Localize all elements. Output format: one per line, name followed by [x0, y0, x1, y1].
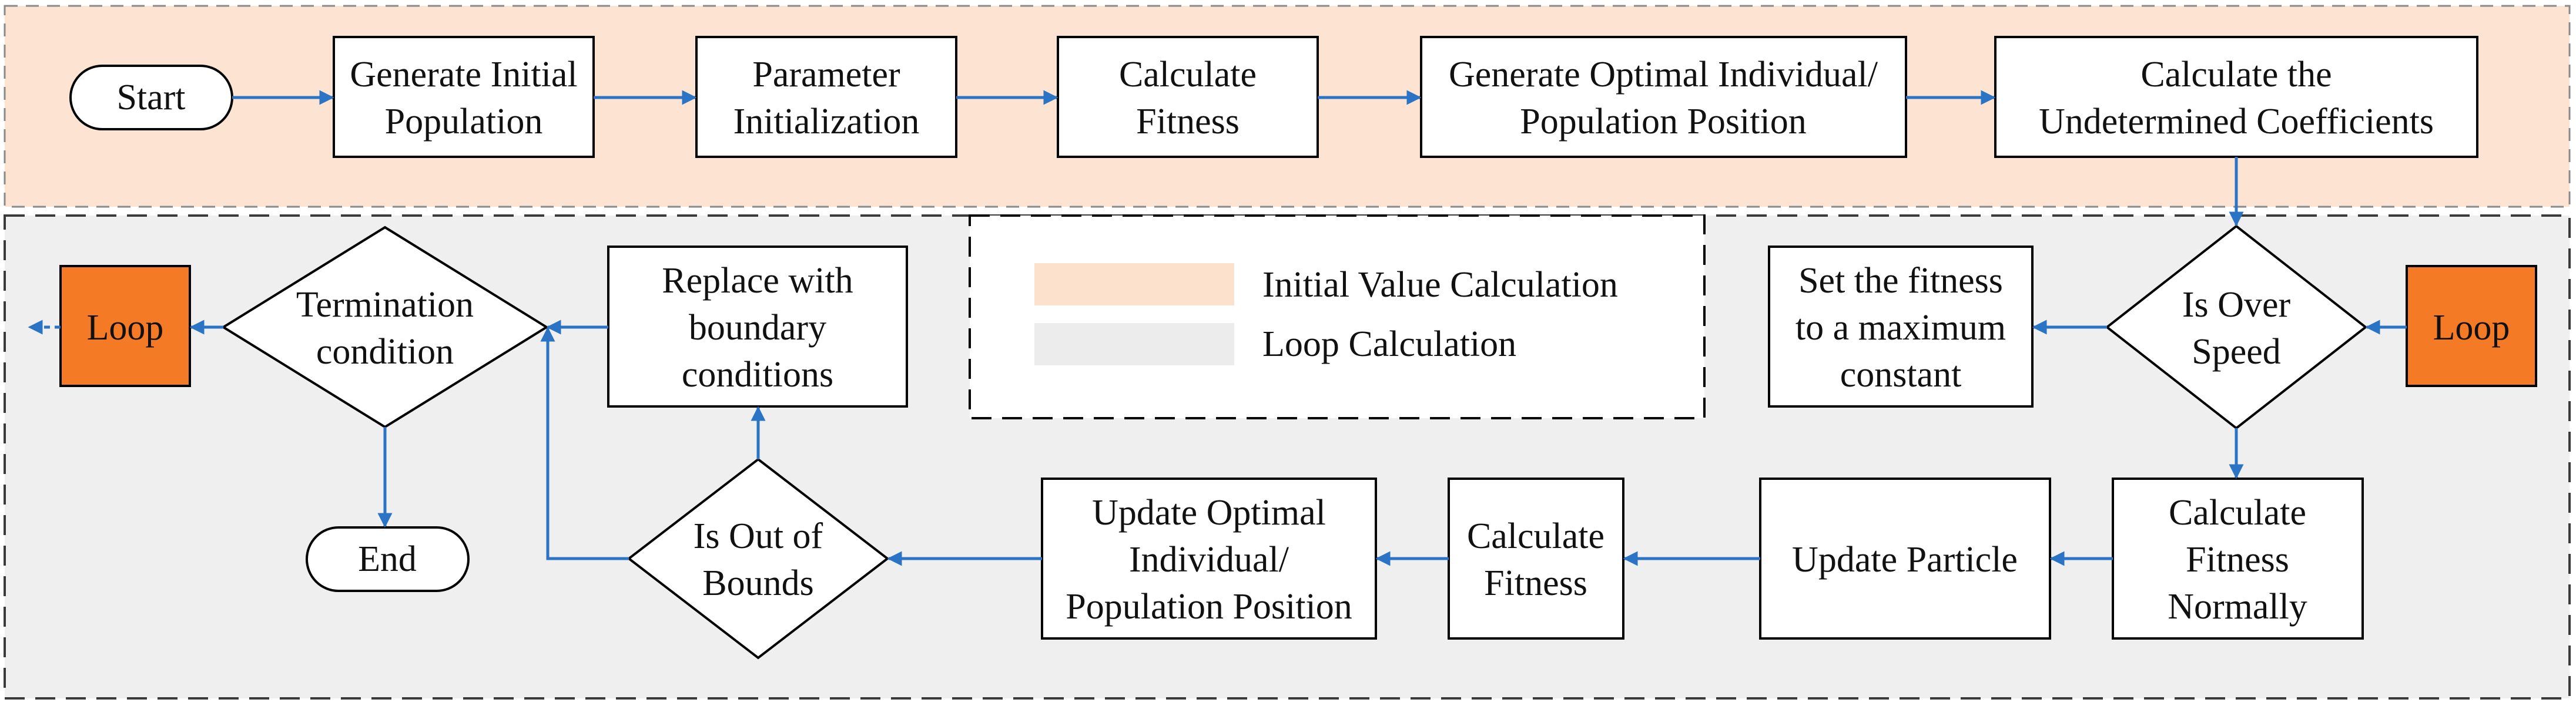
legend-swatch-initial [1034, 263, 1234, 305]
set-fitness-max-label: Set the fitness to a maximum constant [1796, 261, 2006, 395]
set-fitness-max-label-line: to a maximum [1796, 308, 2006, 348]
generate-initial-population-label-line: Generate Initial [350, 55, 577, 95]
legend: Initial Value Calculation Loop Calculati… [969, 214, 1706, 419]
loop-right-label: Loop [2433, 308, 2510, 348]
update-optimal-position-label-line: Population Position [1066, 587, 1352, 627]
calculate-fitness-top-label-line: Fitness [1136, 102, 1240, 142]
is-out-of-bounds-label-line: Bounds [702, 563, 813, 603]
end-label: End [358, 539, 417, 579]
parameter-initialization-label-line: Parameter [752, 55, 900, 95]
replace-boundary-node: Replace with boundary conditions [607, 246, 908, 408]
end-node: End [306, 526, 470, 592]
legend-label-loop: Loop Calculation [1262, 324, 1516, 364]
update-particle-label: Update Particle [1792, 540, 2018, 580]
replace-boundary-label: Replace with boundary conditions [662, 261, 853, 395]
replace-boundary-label-line: Replace with [662, 261, 853, 301]
parameter-initialization-label-line: Initialization [733, 102, 920, 142]
start-label: Start [116, 78, 185, 117]
calculate-fitness-bottom-label-line: Calculate [1467, 516, 1604, 556]
calculate-fitness-normally-label-line: Fitness [2186, 540, 2289, 580]
replace-boundary-label-line: conditions [682, 355, 833, 395]
is-out-of-bounds-decision: Is Out of Bounds [627, 458, 890, 660]
termination-condition-label: Termination condition [296, 285, 474, 372]
set-fitness-max-label-line: Set the fitness [1798, 261, 2003, 301]
set-fitness-max-node: Set the fitness to a maximum constant [1768, 246, 2034, 408]
calculate-fitness-top-label-line: Calculate [1119, 55, 1257, 95]
calculate-fitness-bottom-label-line: Fitness [1484, 563, 1587, 603]
is-over-speed-label-line: Is Over [2182, 285, 2291, 325]
update-optimal-position-label-line: Individual/ [1129, 540, 1289, 580]
is-out-of-bounds-label: Is Out of Bounds [694, 516, 823, 603]
edge-bounds-to-termination [540, 327, 629, 560]
is-over-speed-label-line: Speed [2192, 332, 2281, 372]
calculate-fitness-normally-label-line: Calculate [2169, 493, 2306, 533]
generate-optimal-position-label-line: Population Position [1520, 102, 1806, 142]
generate-optimal-position-label-line: Generate Optimal Individual/ [1449, 55, 1878, 95]
termination-condition-decision: Termination condition [221, 226, 549, 429]
generate-optimal-position-node: Generate Optimal Individual/Population P… [1420, 36, 1907, 158]
loop-left-node: Loop [59, 265, 191, 387]
calculate-undetermined-coefficients-label-line: Calculate the [2140, 55, 2332, 95]
legend-frame [969, 214, 1706, 419]
generate-optimal-position-label: Generate Optimal Individual/Population P… [1449, 55, 1878, 142]
termination-condition-label-line: condition [316, 332, 454, 372]
calculate-fitness-normally-label-line: Normally [2168, 587, 2307, 627]
generate-initial-population-label-line: Population [385, 102, 543, 142]
calculate-undetermined-coefficients-label-line: Undetermined Coefficients [2039, 102, 2434, 142]
update-particle-node: Update Particle [1759, 478, 2051, 640]
legend-label-initial: Initial Value Calculation [1262, 265, 1618, 305]
start-node: Start [69, 65, 233, 130]
loop-right-node: Loop [2406, 265, 2537, 387]
is-out-of-bounds-label-line: Is Out of [694, 516, 823, 556]
set-fitness-max-label-line: constant [1840, 355, 1962, 395]
legend-swatch-loop [1034, 323, 1234, 365]
loop-left-label: Loop [87, 308, 164, 348]
replace-boundary-label-line: boundary [689, 308, 826, 348]
termination-condition-label-line: Termination [296, 285, 474, 325]
update-optimal-position-label-line: Update Optimal [1092, 493, 1326, 533]
edges [28, 90, 2407, 566]
